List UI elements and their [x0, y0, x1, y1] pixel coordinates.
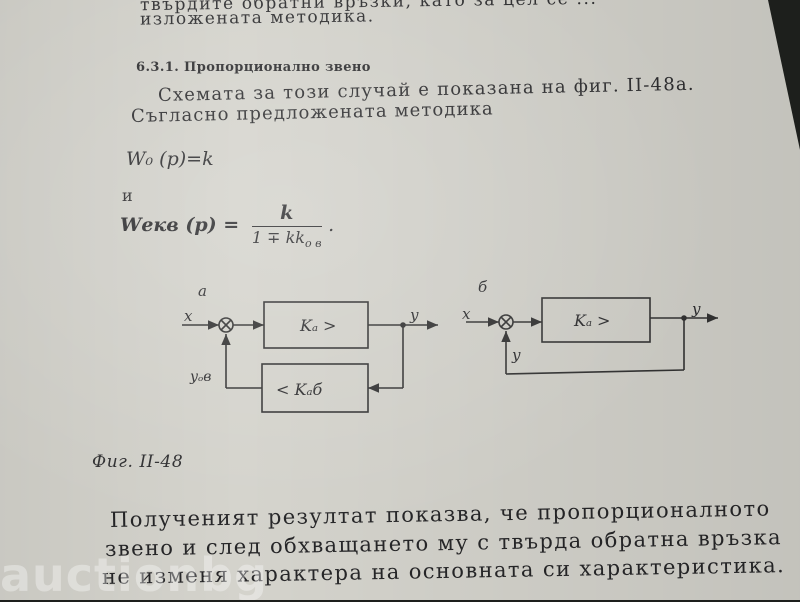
formula-period: . [328, 214, 335, 237]
diagram-a [182, 301, 438, 413]
diagram-a-forward-label: Kₐ > [299, 316, 336, 335]
conjunction: и [122, 186, 133, 205]
diagram-b [466, 297, 718, 375]
formula-weqv-lhs: Wекв (p) = [120, 214, 240, 237]
watermark: auctionbg [0, 548, 269, 602]
formula-w0: W₀ (p)=k [126, 148, 214, 170]
diagram-a-junction-cross-2 [220, 319, 232, 331]
diagram-b-label: б [478, 278, 488, 296]
formula-denominator: 1 ∓ kkо в [252, 227, 322, 250]
formula-weqv: Wекв (p) = k 1 ∓ kkо в . [120, 202, 334, 250]
diagram-b-junction-cross-2 [500, 316, 512, 328]
diagram-b-forward-block [541, 297, 651, 343]
formula-denominator-sub: о в [304, 237, 322, 251]
diagram-a-label: a [198, 282, 207, 300]
diagram-a-output-label: y [409, 306, 419, 324]
diagram-b-input-label: x [462, 305, 471, 323]
diagram-b-output-label: y [691, 300, 701, 318]
diagram-b-feedback-return [505, 369, 685, 375]
diagram-b-forward-label: Kₐ > [573, 311, 610, 330]
formula-fraction: k 1 ∓ kkо в [251, 202, 322, 250]
formula-numerator: k [251, 202, 322, 227]
diagram-a-feedback-signal: yₒв [189, 369, 211, 385]
formula-denominator-main: 1 ∓ kk [251, 228, 305, 247]
section-heading: 6.3.1. Пропорционално звено [136, 60, 371, 75]
diagram-b-feedback-signal: y [511, 346, 521, 364]
diagram-a-feedback-label: < Kₐб [276, 380, 322, 399]
figure-caption: Фиг. II-48 [92, 452, 184, 472]
diagram-a-input-label: x [184, 307, 193, 325]
